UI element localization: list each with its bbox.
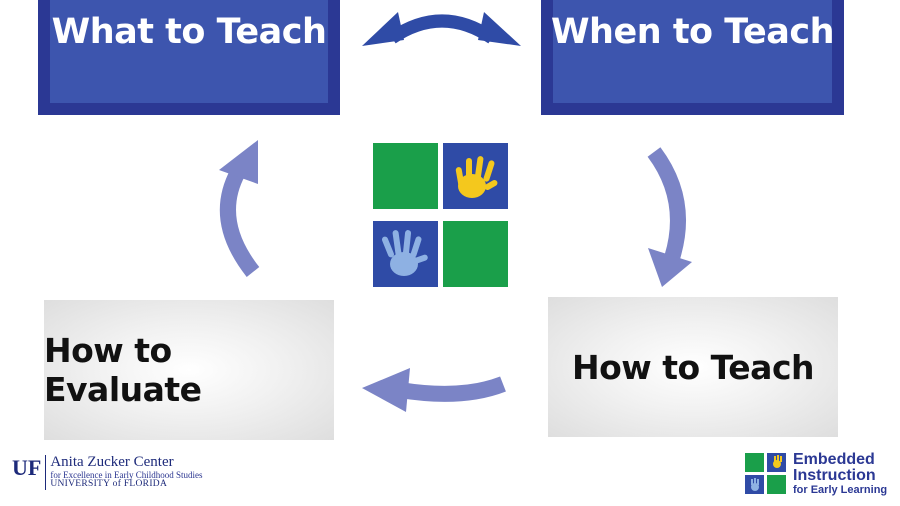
- what-to-teach-box: What to Teach: [38, 0, 340, 115]
- ei-line-3: for Early Learning: [793, 484, 888, 496]
- yellow-hand-icon: [455, 156, 498, 198]
- uf-center-subtitle: for Excellence in Early Childhood Studie…: [50, 469, 203, 480]
- green-square: [443, 221, 508, 287]
- center-logo: [373, 143, 508, 287]
- ei-line-1: Embedded: [793, 451, 875, 468]
- double-arrow-icon: [362, 12, 521, 46]
- when-to-teach-label: When to Teach: [550, 12, 835, 52]
- uf-text: Anita Zucker Center for Excellence in Ea…: [45, 454, 203, 491]
- ei-logo-icon: [745, 453, 786, 494]
- when-to-teach-box-inner: [553, 0, 832, 103]
- how-to-evaluate-label: How to Evaluate: [44, 331, 202, 409]
- what-to-teach-label: What to Teach: [51, 12, 327, 52]
- embedded-instruction-logo: Embedded Instruction for Early Learning: [745, 449, 887, 499]
- blue-hand-icon: [382, 230, 428, 276]
- uf-logo: UF Anita Zucker Center for Excellence in…: [12, 454, 203, 495]
- uf-center-name: Anita Zucker Center: [50, 454, 174, 470]
- curved-arrow-icon: [219, 140, 260, 277]
- curved-arrow-icon: [647, 147, 692, 287]
- ei-logo-mark: [745, 453, 787, 495]
- uf-mark: UF: [12, 455, 42, 480]
- uf-university-name: UNIVERSITY of FLORIDA: [50, 479, 168, 490]
- what-to-teach-box-inner: [50, 0, 328, 103]
- ei-text: Embedded Instruction for Early Learning: [793, 452, 887, 496]
- when-to-teach-box: When to Teach: [541, 0, 844, 115]
- curved-arrow-icon: [362, 368, 506, 412]
- ei-line-2: Instruction: [793, 467, 876, 484]
- how-to-teach-label: How to Teach: [571, 347, 815, 387]
- how-to-evaluate-box: How to Evaluate: [44, 300, 334, 440]
- how-to-teach-box: How to Teach: [548, 297, 838, 437]
- green-square: [373, 143, 438, 209]
